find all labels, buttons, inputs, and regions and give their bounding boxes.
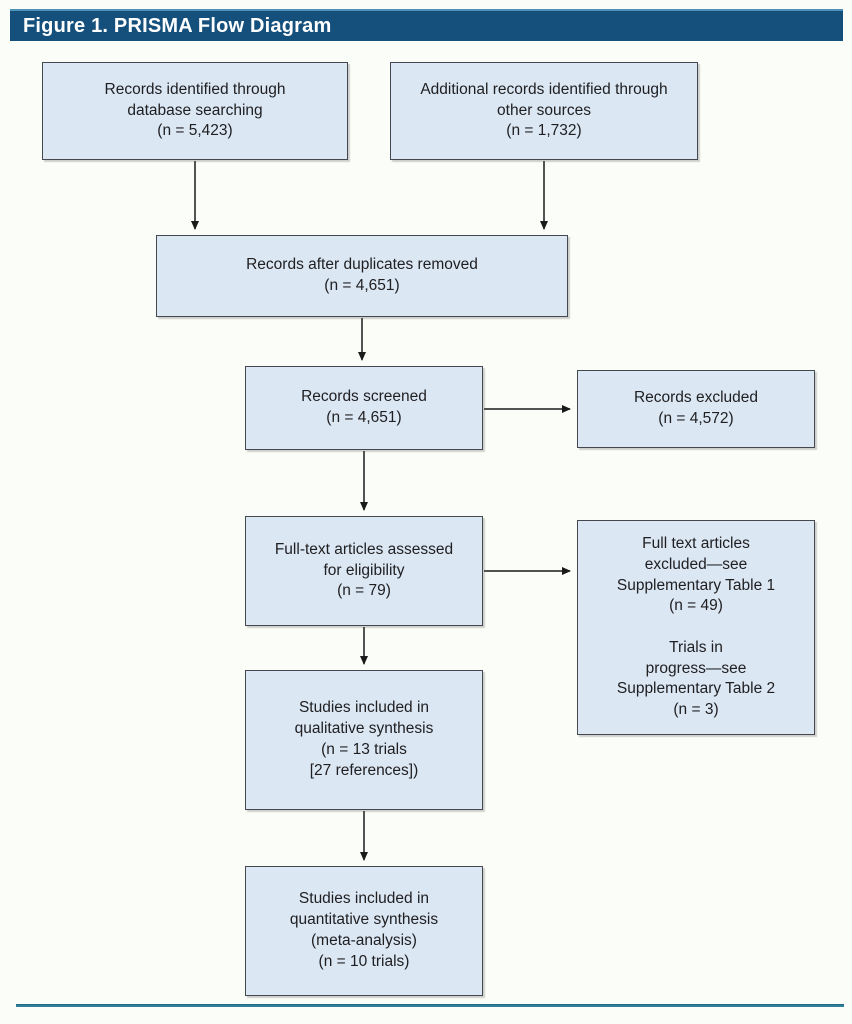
bottom-divider	[16, 1004, 844, 1007]
figure-title-bar: Figure 1. PRISMA Flow Diagram	[10, 9, 843, 41]
box-records-identified: Records identified through database sear…	[42, 62, 348, 160]
box-records-screened-text: Records screened (n = 4,651)	[301, 388, 427, 426]
box-quantitative-synthesis-text: Studies included in quantitative synthes…	[289, 890, 439, 970]
box-records-screened: Records screened (n = 4,651)	[245, 366, 483, 450]
box-quantitative-synthesis: Studies included in quantitative synthes…	[245, 866, 483, 996]
box-fulltext-excluded: Full text articles excluded—see Suppleme…	[577, 520, 815, 735]
box-records-identified-text: Records identified through database sear…	[104, 80, 286, 140]
box-qualitative-synthesis: Studies included in qualitative synthesi…	[245, 670, 483, 810]
figure-title: Figure 1. PRISMA Flow Diagram	[23, 14, 332, 37]
box-additional-records: Additional records identified through ot…	[390, 62, 698, 160]
box-records-excluded-text: Records excluded (n = 4,572)	[633, 389, 759, 427]
box-duplicates-removed: Records after duplicates removed (n = 4,…	[156, 235, 568, 317]
box-fulltext-assessed: Full-text articles assessed for eligibil…	[245, 516, 483, 626]
box-qualitative-synthesis-text: Studies included in qualitative synthesi…	[294, 699, 434, 779]
box-duplicates-removed-text: Records after duplicates removed (n = 4,…	[246, 256, 478, 294]
box-additional-records-text: Additional records identified through ot…	[420, 80, 668, 140]
box-fulltext-excluded-text: Full text articles excluded—see Suppleme…	[616, 535, 776, 719]
box-fulltext-assessed-text: Full-text articles assessed for eligibil…	[274, 540, 454, 600]
box-records-excluded: Records excluded (n = 4,572)	[577, 370, 815, 448]
